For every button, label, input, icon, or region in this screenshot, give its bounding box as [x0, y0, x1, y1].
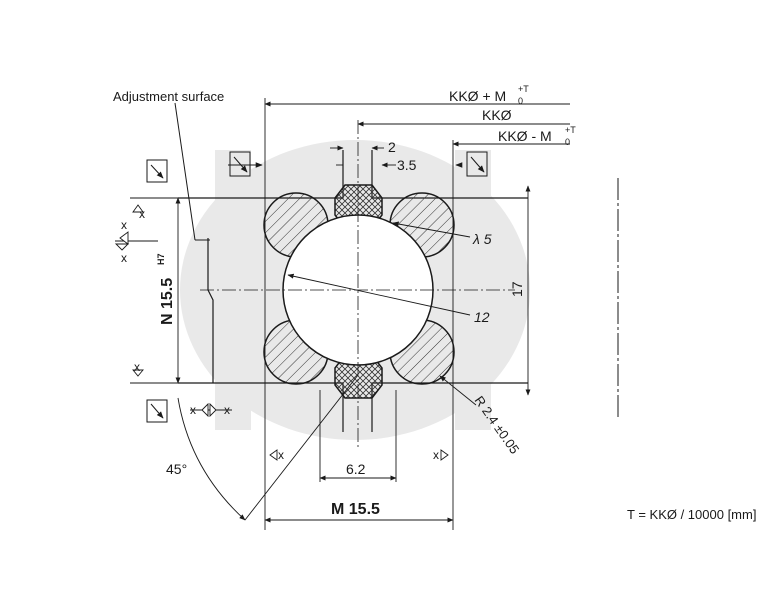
x-marker: x — [134, 360, 140, 374]
x-marker: x — [121, 251, 127, 265]
bottom-dimensions — [177, 374, 454, 523]
kk-minus-label: KKØ - M — [498, 128, 552, 144]
formula-label: T = KKØ / 10000 [mm] — [627, 507, 756, 522]
boxed-arrow-symbols — [146, 151, 488, 423]
lambda-5-label: λ 5 — [472, 231, 492, 247]
x-marker: x — [433, 448, 439, 462]
left-markers — [114, 197, 449, 461]
x-marker: x — [224, 403, 230, 417]
kk-label: KKØ — [482, 107, 512, 123]
dim-12-label: 12 — [474, 309, 490, 325]
m-label: M 15.5 — [331, 501, 380, 518]
kk-minus-sub: 0 — [565, 137, 570, 147]
x-marker: x — [139, 207, 145, 221]
leaders — [287, 221, 477, 406]
dim-2-label: 2 — [388, 139, 396, 155]
dim-17-label: 17 — [509, 281, 525, 297]
angle-label: 45° — [166, 461, 187, 477]
x-marker: x — [190, 403, 196, 417]
x-marker: x — [121, 218, 127, 232]
adjustment-surface-label: Adjustment surface — [113, 89, 224, 104]
kk-plus-sup: +T — [518, 84, 529, 94]
dim-3-5-label: 3.5 — [397, 157, 417, 173]
dim-6-2-label: 6.2 — [346, 461, 366, 477]
n-main-label: N 15.5 — [159, 278, 176, 325]
adjustment-surface-leader — [174, 102, 210, 241]
kk-plus-sub: 0 — [518, 96, 523, 106]
kk-minus-sup: +T — [565, 125, 576, 135]
x-marker: x — [278, 448, 284, 462]
n-label-group: N 15.5 H7 — [156, 253, 176, 325]
n-sup-label: H7 — [156, 253, 166, 265]
top-dimensions — [264, 98, 570, 530]
kk-plus-label: KKØ + M — [449, 88, 506, 104]
